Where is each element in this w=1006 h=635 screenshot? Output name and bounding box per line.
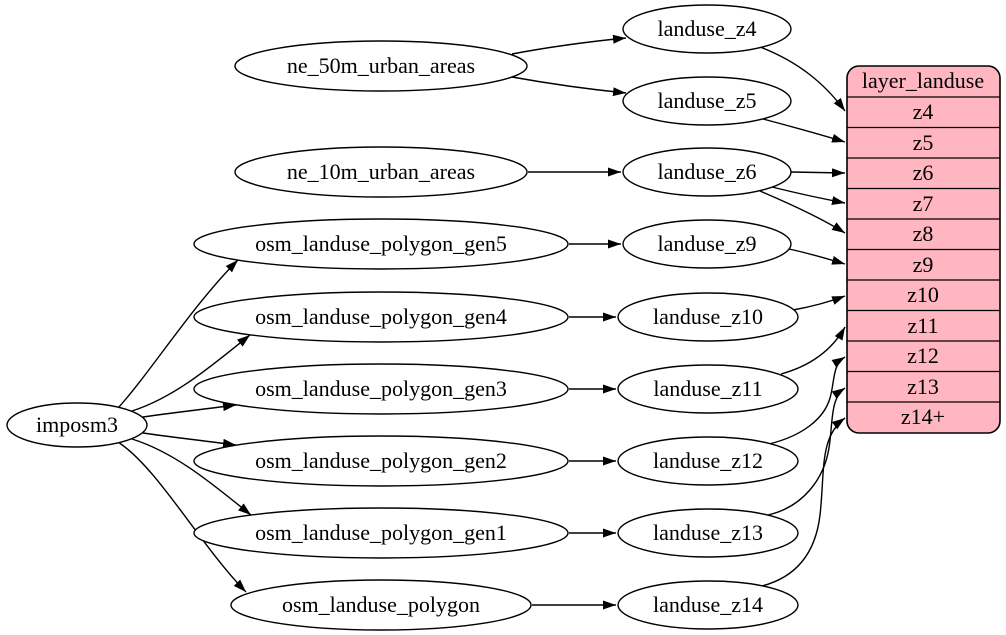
node-landuse-z10-label: landuse_z10 bbox=[653, 304, 763, 329]
record-row-z4: z4 bbox=[913, 99, 934, 124]
node-landuse-z9-label: landuse_z9 bbox=[658, 231, 757, 256]
edge-landuse-z9-to-row-z9 bbox=[788, 248, 846, 265]
node-osm-landuse-polygon-gen3-shape bbox=[193, 363, 569, 415]
node-landuse-z5: landuse_z5 bbox=[622, 76, 792, 126]
node-osm-landuse-polygon-gen2: osm_landuse_polygon_gen2 bbox=[193, 435, 569, 487]
node-landuse-z4-label: landuse_z4 bbox=[658, 16, 757, 41]
node-ne-50m-urban-areas-shape bbox=[234, 40, 528, 92]
node-landuse-z4-shape bbox=[622, 4, 792, 54]
node-osm-landuse-polygon-gen4-label: osm_landuse_polygon_gen4 bbox=[255, 304, 507, 329]
node-osm-landuse-polygon: osm_landuse_polygon bbox=[230, 579, 532, 631]
node-ne-10m-urban-areas-label: ne_10m_urban_areas bbox=[287, 159, 475, 184]
node-imposm3-label: imposm3 bbox=[36, 412, 118, 437]
node-osm-landuse-polygon-gen1-label: osm_landuse_polygon_gen1 bbox=[255, 520, 507, 545]
node-ne-10m-urban-areas: ne_10m_urban_areas bbox=[234, 146, 528, 198]
edge-landuse-z6-to-row-z6 bbox=[790, 168, 846, 178]
record-title: layer_landuse bbox=[862, 68, 984, 93]
edge-imposm3-to-gen5 bbox=[117, 259, 239, 409]
record-row-z13: z13 bbox=[907, 374, 939, 399]
record-row-z6: z6 bbox=[913, 160, 934, 185]
node-osm-landuse-polygon-gen4-shape bbox=[193, 291, 569, 343]
node-osm-landuse-polygon-gen3-label: osm_landuse_polygon_gen3 bbox=[255, 376, 507, 401]
node-osm-landuse-polygon-gen3: osm_landuse_polygon_gen3 bbox=[193, 363, 569, 415]
record-row-z8: z8 bbox=[913, 221, 934, 246]
node-osm-landuse-polygon-label: osm_landuse_polygon bbox=[282, 592, 480, 617]
edge-ne50m-to-landuse-z5 bbox=[511, 76, 627, 97]
record-row-z9: z9 bbox=[913, 252, 934, 277]
node-landuse-z12-shape bbox=[617, 436, 799, 486]
node-landuse-z12: landuse_z12 bbox=[617, 436, 799, 486]
node-osm-landuse-polygon-gen1-shape bbox=[193, 507, 569, 559]
edge-landuse-z12-to-row-z12 bbox=[768, 356, 846, 445]
node-osm-landuse-polygon-shape bbox=[230, 579, 532, 631]
edge-landuse-z10-to-row-z10 bbox=[792, 295, 846, 311]
record-row-z11: z11 bbox=[908, 313, 939, 338]
edges-layer bbox=[117, 34, 846, 610]
node-landuse-z6: landuse_z6 bbox=[622, 147, 792, 197]
record-row-z14plus: z14+ bbox=[901, 404, 945, 429]
edge-landuse-z13-to-row-z13 bbox=[767, 387, 846, 516]
node-landuse-z13-label: landuse_z13 bbox=[653, 520, 763, 545]
node-landuse-z11: landuse_z11 bbox=[617, 364, 799, 414]
node-landuse-z14-label: landuse_z14 bbox=[653, 592, 763, 617]
node-landuse-z4: landuse_z4 bbox=[622, 4, 792, 54]
edge-landuse-z11-to-row-z11 bbox=[780, 326, 846, 375]
node-landuse-z9: landuse_z9 bbox=[622, 219, 792, 269]
edge-imposm3-to-gen3 bbox=[142, 402, 237, 418]
node-landuse-z14-shape bbox=[617, 580, 799, 630]
node-osm-landuse-polygon-gen5-label: osm_landuse_polygon_gen5 bbox=[255, 231, 507, 256]
node-landuse-z6-label: landuse_z6 bbox=[658, 159, 757, 184]
node-landuse-z14: landuse_z14 bbox=[617, 580, 799, 630]
node-imposm3-shape bbox=[6, 402, 148, 448]
node-osm-landuse-polygon-gen2-shape bbox=[193, 435, 569, 487]
node-landuse-z12-label: landuse_z12 bbox=[653, 448, 763, 473]
edge-landuse-z14-to-row-z14plus bbox=[761, 417, 846, 587]
node-osm-landuse-polygon-gen4: osm_landuse_polygon_gen4 bbox=[193, 291, 569, 343]
edge-ne50m-to-landuse-z4 bbox=[511, 34, 627, 55]
node-landuse-z13-shape bbox=[617, 508, 799, 558]
node-ne-10m-urban-areas-shape bbox=[234, 146, 528, 198]
edge-landuse-z4-to-row-z4 bbox=[759, 46, 846, 112]
node-ne-50m-urban-areas-label: ne_50m_urban_areas bbox=[287, 53, 475, 78]
node-landuse-z5-label: landuse_z5 bbox=[658, 88, 757, 113]
record-layer-landuse: layer_landuse z4 z5 z6 z7 z8 z9 z10 z11 … bbox=[846, 65, 1001, 434]
node-osm-landuse-polygon-gen2-label: osm_landuse_polygon_gen2 bbox=[255, 448, 507, 473]
node-landuse-z10: landuse_z10 bbox=[617, 292, 799, 342]
edge-imposm3-to-gen1 bbox=[131, 438, 252, 516]
edge-landuse-z5-to-row-z5 bbox=[762, 118, 846, 143]
node-osm-landuse-polygon-gen5: osm_landuse_polygon_gen5 bbox=[193, 218, 569, 270]
node-osm-landuse-polygon-gen5-shape bbox=[193, 218, 569, 270]
edge-imposm3-to-gen4 bbox=[131, 334, 251, 412]
node-landuse-z5-shape bbox=[622, 76, 792, 126]
edge-imposm3-to-gen2 bbox=[142, 432, 237, 448]
record-row-z12: z12 bbox=[907, 343, 939, 368]
node-landuse-z13: landuse_z13 bbox=[617, 508, 799, 558]
node-landuse-z11-shape bbox=[617, 364, 799, 414]
record-row-z7: z7 bbox=[913, 191, 934, 216]
node-landuse-z10-shape bbox=[617, 292, 799, 342]
record-row-z10: z10 bbox=[907, 282, 939, 307]
node-landuse-z9-shape bbox=[622, 219, 792, 269]
node-landuse-z6-shape bbox=[622, 147, 792, 197]
edge-landuse-z6-to-row-z7 bbox=[771, 186, 846, 205]
node-landuse-z11-label: landuse_z11 bbox=[653, 376, 762, 401]
edge-imposm3-to-polygon bbox=[117, 441, 247, 593]
node-osm-landuse-polygon-gen1: osm_landuse_polygon_gen1 bbox=[193, 507, 569, 559]
node-ne-50m-urban-areas: ne_50m_urban_areas bbox=[234, 40, 528, 92]
record-row-z5: z5 bbox=[913, 130, 934, 155]
node-imposm3: imposm3 bbox=[6, 402, 148, 448]
edge-landuse-z6-to-row-z8 bbox=[759, 190, 846, 234]
